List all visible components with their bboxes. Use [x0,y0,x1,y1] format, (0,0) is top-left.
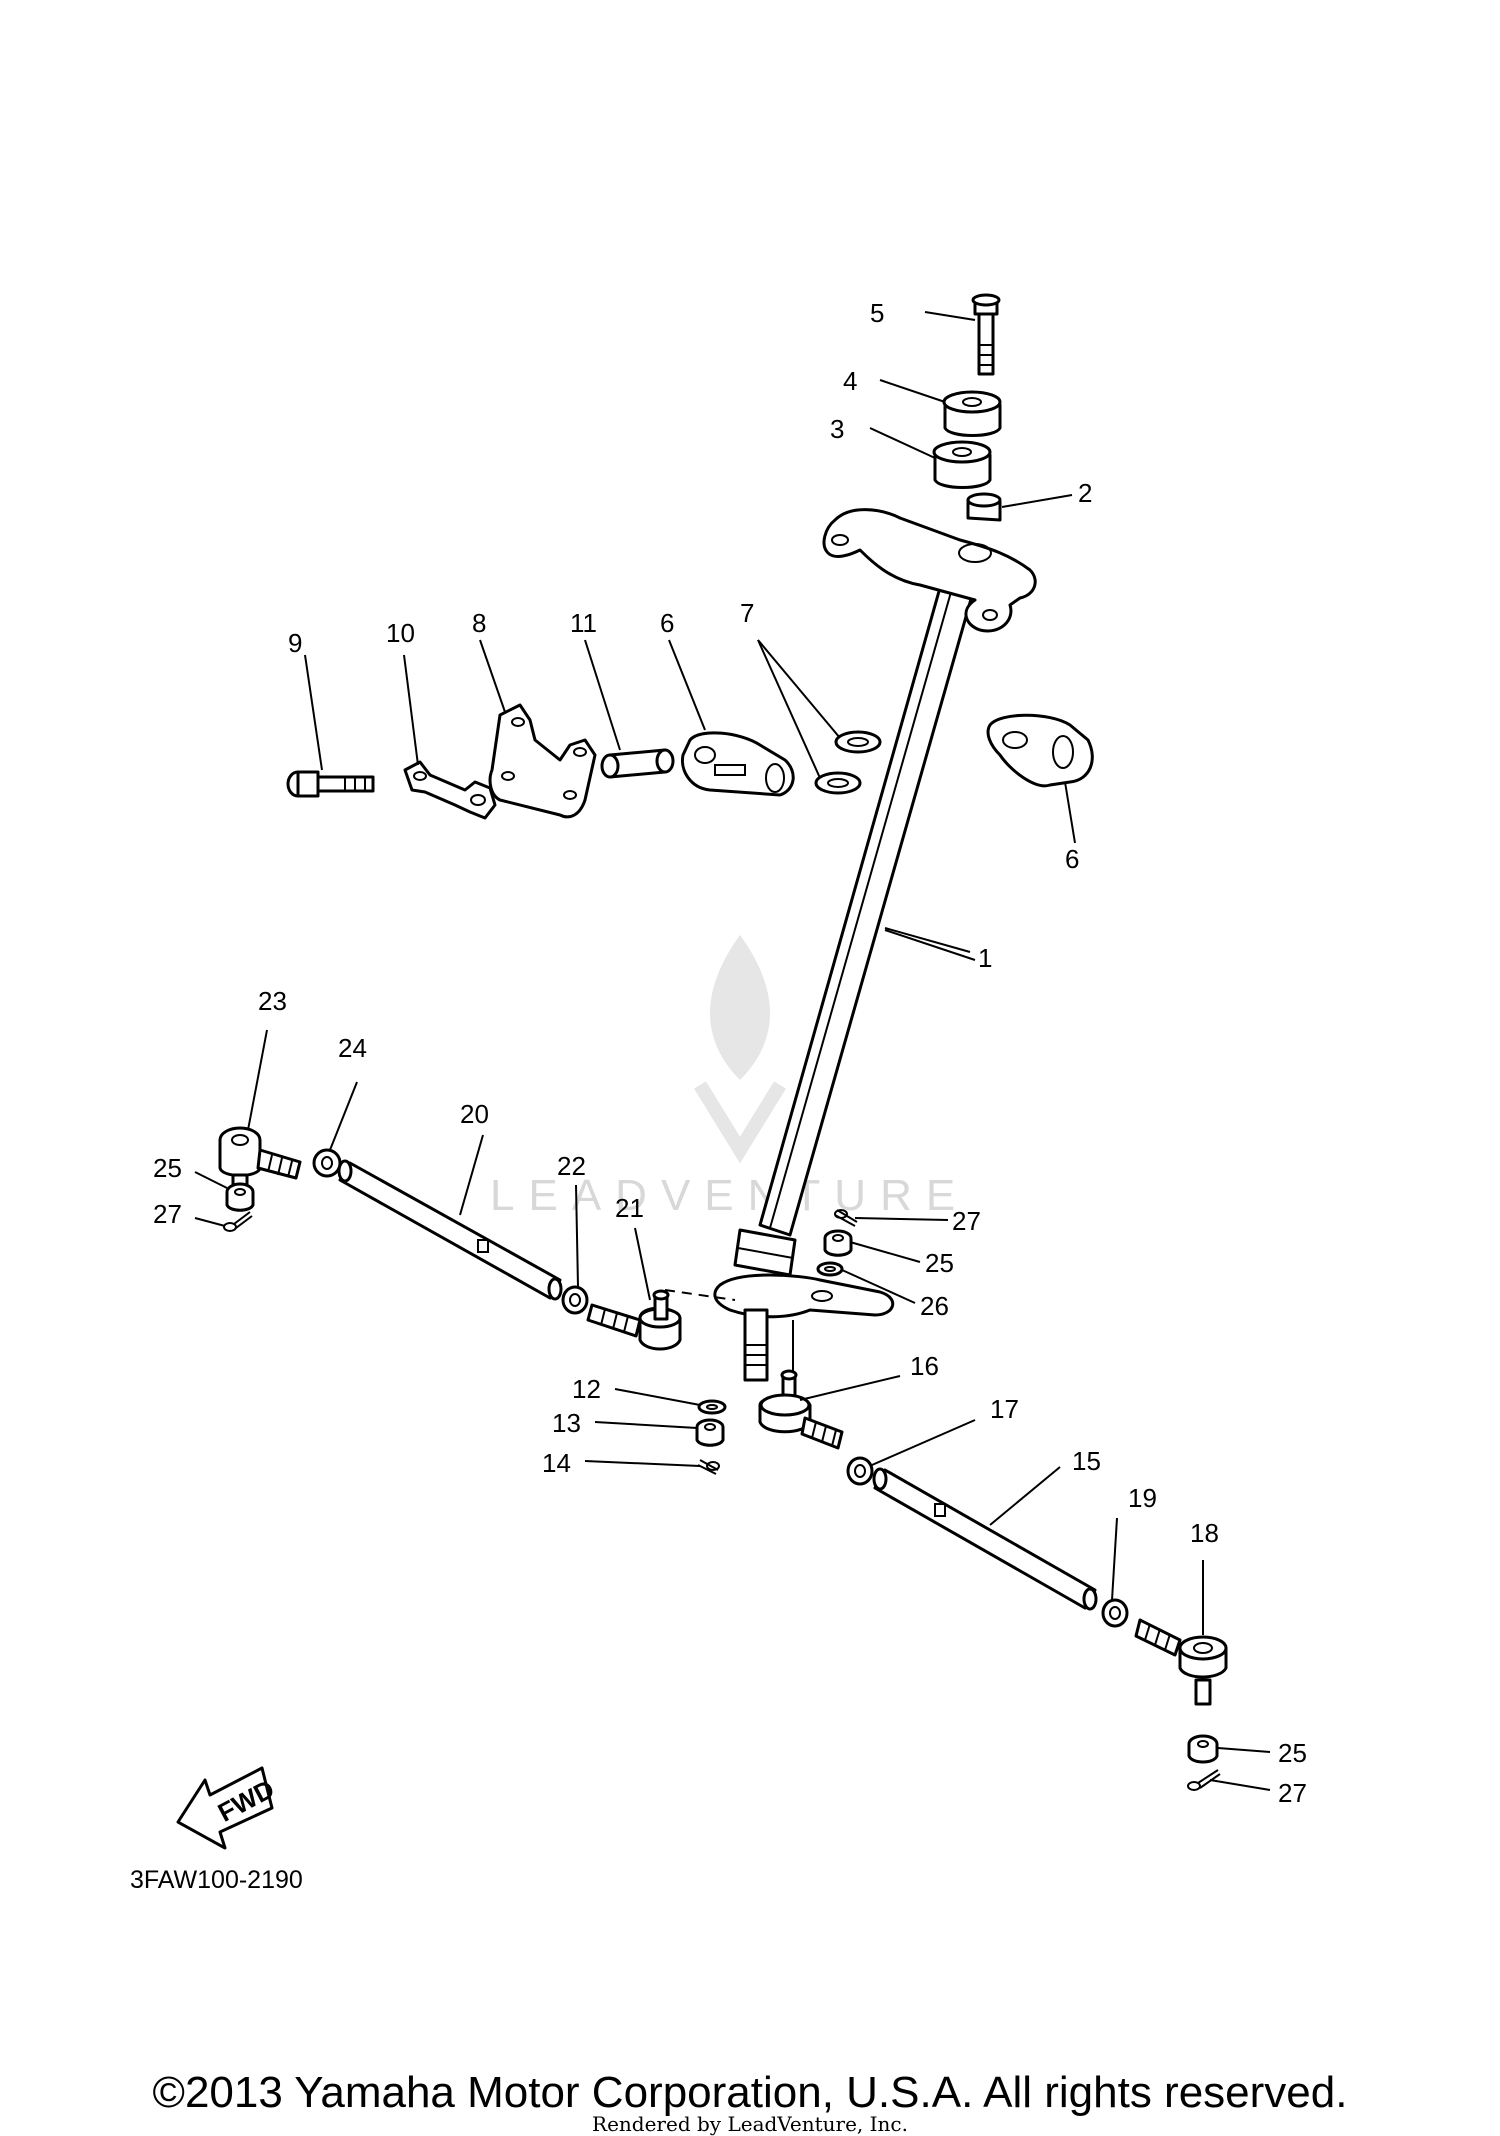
callout-2: 2 [1078,478,1092,508]
callout-25-middle: 25 [925,1248,954,1278]
copyright-notice: ©2013 Yamaha Motor Corporation, U.S.A. A… [152,2068,1348,2117]
callout-21: 21 [615,1193,644,1223]
callout-5: 5 [870,298,884,328]
callout-16: 16 [910,1351,939,1381]
callout-6-left: 6 [660,608,674,638]
part-16-tie-rod-end [758,1369,844,1450]
part-17-nut [846,1456,874,1486]
part-12-washer [697,1399,727,1415]
part-27-pin-middle [834,1209,858,1227]
callout-15: 15 [1072,1446,1101,1476]
part-2-block [966,492,1002,522]
part-10-bracket [403,760,497,820]
callout-25-left: 25 [153,1153,182,1183]
callout-11: 11 [570,608,597,638]
leader-lines [194,311,1271,1791]
callouts: 5 4 3 2 9 10 8 11 6 7 6 1 23 24 20 22 21… [153,298,1307,1808]
part-13-nut [695,1418,725,1447]
callout-20: 20 [460,1099,489,1129]
part-4-holder [942,390,1002,437]
callout-4: 4 [843,366,857,396]
part-26-washer [816,1261,844,1277]
part-14-pin [697,1459,720,1475]
part-11-bushing [600,748,675,779]
callout-18: 18 [1190,1518,1219,1548]
callout-6-right: 6 [1065,844,1079,874]
part-25-nut-middle [823,1229,853,1257]
part-8-plate [488,703,597,819]
alignment-line [664,1289,736,1301]
part-6-left-holder [680,731,795,797]
part-24-nut [312,1148,342,1178]
callout-27-left: 27 [153,1199,182,1229]
part-19-nut [1101,1598,1129,1628]
part-18-tie-rod-end [1134,1618,1228,1706]
callout-8: 8 [472,608,486,638]
callout-22: 22 [557,1151,586,1181]
callout-14: 14 [542,1448,571,1478]
steering-shaft [713,568,977,1382]
callout-10: 10 [386,618,415,648]
callout-25-right: 25 [1278,1738,1307,1768]
callout-12: 12 [572,1374,601,1404]
callout-13: 13 [552,1408,581,1438]
callout-1: 1 [978,943,992,973]
part-9-bolt [286,770,375,798]
part-21-tie-rod-end [586,1289,682,1351]
part-6-right-holder [986,713,1094,788]
fwd-arrow-icon: FWD [176,1766,279,1850]
part-15-tie-rod [872,1467,1098,1611]
part-20-tie-rod [337,1159,563,1301]
callout-27-right: 27 [1278,1778,1307,1808]
callout-24: 24 [338,1033,367,1063]
part-22-nut [561,1285,589,1315]
part-25-nut-left [225,1182,255,1212]
callout-7: 7 [740,598,754,628]
callout-27-middle: 27 [952,1206,981,1236]
watermark-text: LEADVENTURE [490,1171,969,1220]
callout-23: 23 [258,986,287,1016]
part-27-pin-left [223,1211,253,1232]
part-5-bolt [971,293,1001,376]
part-25-nut-right [1187,1734,1219,1764]
callout-19: 19 [1128,1483,1157,1513]
callout-17: 17 [990,1394,1019,1424]
diagram-code: 3FAW100-2190 [130,1866,303,1894]
leadventure-watermark: LEADVENTURE [490,935,969,1220]
callout-9: 9 [288,628,302,658]
rendered-by-notice: Rendered by LeadVenture, Inc. [592,2112,908,2136]
upper-bracket [822,508,1037,633]
part-3-holder [932,440,992,489]
callout-26: 26 [920,1291,949,1321]
part-7-washers [814,730,882,795]
callout-3: 3 [830,414,844,444]
